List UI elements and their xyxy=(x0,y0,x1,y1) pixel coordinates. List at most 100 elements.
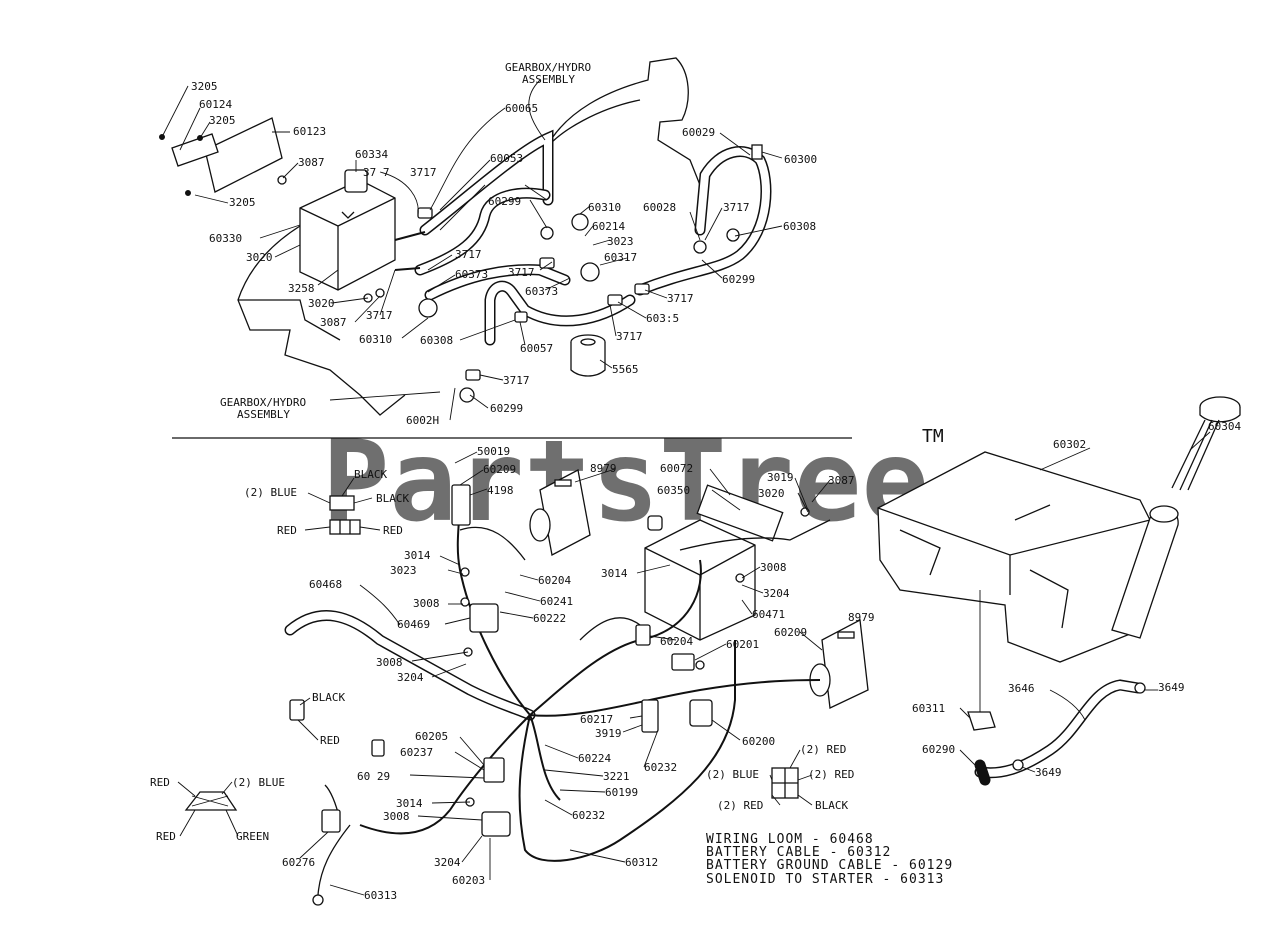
part-callout: 60232 xyxy=(572,809,605,822)
part-callout: 3019 xyxy=(767,471,794,484)
part-callout: 60217 xyxy=(580,713,613,726)
part-callout: 3717 xyxy=(667,292,694,305)
part-callout: 3205 xyxy=(209,114,236,127)
wire-color-label: BLACK xyxy=(312,691,345,704)
part-callout: 3020 xyxy=(308,297,335,310)
assembly-labels: GEARBOX/HYDRO ASSEMBLY GEARBOX/HYDRO ASS… xyxy=(220,61,591,421)
part-callout: 3204 xyxy=(397,671,424,684)
part-callout: 3008 xyxy=(413,597,440,610)
part-callout: 3221 xyxy=(603,770,630,783)
wire-color-label: (2) BLUE xyxy=(244,486,297,499)
part-callout: 60029 xyxy=(682,126,715,139)
fuel-line xyxy=(967,590,1146,786)
part-callout: 3023 xyxy=(607,235,634,248)
part-callout: 3258 xyxy=(288,282,315,295)
part-callout: 60028 xyxy=(643,201,676,214)
wire-color-label: BLACK xyxy=(815,799,848,812)
part-callout: 60199 xyxy=(605,786,638,799)
part-callout: 60299 xyxy=(488,195,521,208)
assembly-label: ASSEMBLY xyxy=(522,73,575,86)
part-callout: 60299 xyxy=(490,402,523,415)
part-callout: 6002H xyxy=(406,414,439,427)
watermark-brand: PartsTree xyxy=(322,417,929,547)
assembly-label: GEARBOX/HYDRO xyxy=(505,61,591,74)
headlight-left xyxy=(529,469,591,556)
part-callout: 60201 xyxy=(726,638,759,651)
part-callout: 60123 xyxy=(293,125,326,138)
part-callout: 60312 xyxy=(625,856,658,869)
part-callout: 60241 xyxy=(540,595,573,608)
hydraulic-hoses xyxy=(394,129,772,346)
part-callout: 8979 xyxy=(590,462,617,475)
part-callout: 60469 xyxy=(397,618,430,631)
part-callout: 37 7 xyxy=(363,166,390,179)
part-callout: 60065 xyxy=(505,102,538,115)
part-callout: 60232 xyxy=(644,761,677,774)
part-callout: 3205 xyxy=(229,196,256,209)
wire-color-label: (2) RED xyxy=(717,799,763,812)
part-callout: 3204 xyxy=(434,856,461,869)
legend-line: BATTERY CABLE - 60312 xyxy=(706,845,891,860)
part-callout: 60468 xyxy=(309,578,342,591)
hydraulic-reservoir xyxy=(299,169,396,291)
part-callout: 60373 xyxy=(525,285,558,298)
part-callout: 60 29 xyxy=(357,770,390,783)
part-callout: 60299 xyxy=(722,273,755,286)
part-callout: 3646 xyxy=(1008,682,1035,695)
wire-color-label: RED xyxy=(383,524,403,537)
watermark: PartsTree TM xyxy=(322,417,944,547)
watermark-trademark: TM xyxy=(922,426,944,447)
part-callout: 3020 xyxy=(758,487,785,500)
mounting-bracket xyxy=(159,117,287,196)
part-callout: 60304 xyxy=(1208,420,1241,433)
part-callout: 60310 xyxy=(588,201,621,214)
wire-color-label: RED xyxy=(320,734,340,747)
part-callout: 3717 xyxy=(455,248,482,261)
part-callout: 60053 xyxy=(490,152,523,165)
part-callout: 3204 xyxy=(763,587,790,600)
part-callout: 60057 xyxy=(520,342,553,355)
oil-filter xyxy=(570,334,606,377)
part-callout: 3014 xyxy=(404,549,431,562)
legend-line: WIRING LOOM - 60468 xyxy=(706,832,874,847)
part-callout: 3087 xyxy=(828,474,855,487)
part-callout: 60373 xyxy=(455,268,488,281)
wire-color-label: RED xyxy=(156,830,176,843)
part-callout: 60276 xyxy=(282,856,315,869)
fuel-tank xyxy=(877,451,1179,663)
part-callout: 60072 xyxy=(660,462,693,475)
assembly-label: ASSEMBLY xyxy=(237,408,290,421)
part-callout: 3008 xyxy=(383,810,410,823)
part-callout: 60290 xyxy=(922,743,955,756)
part-callout: 60209 xyxy=(483,463,516,476)
part-callout: 60317 xyxy=(604,251,637,264)
part-callout: 4198 xyxy=(487,484,514,497)
part-callout: 60350 xyxy=(657,484,690,497)
headlight-right xyxy=(809,618,869,709)
part-callout: 3717 xyxy=(508,266,535,279)
part-callouts: 3205 60124 3205 60123 3087 60334 3205 60… xyxy=(191,80,1241,902)
part-callout: 50019 xyxy=(477,445,510,458)
wire-color-label: RED xyxy=(150,776,170,789)
part-callout: 60214 xyxy=(592,220,625,233)
part-callout: 3717 xyxy=(366,309,393,322)
part-callout: 60471 xyxy=(752,608,785,621)
wire-color-label: BLACK xyxy=(376,492,409,505)
part-callout: 8979 xyxy=(848,611,875,624)
wire-color-label: (2) RED xyxy=(808,768,854,781)
legend: WIRING LOOM - 60468 BATTERY CABLE - 6031… xyxy=(706,832,952,887)
part-callout: 60308 xyxy=(420,334,453,347)
part-callout: 60200 xyxy=(742,735,775,748)
part-callout: 60308 xyxy=(783,220,816,233)
wire-color-label: (2) BLUE xyxy=(232,776,285,789)
part-callout: 3014 xyxy=(601,567,628,580)
part-callout: 3087 xyxy=(298,156,325,169)
part-callout: 3205 xyxy=(191,80,218,93)
part-callout: 60310 xyxy=(359,333,392,346)
part-callout: 603:5 xyxy=(646,312,679,325)
leader-lines xyxy=(161,79,1211,896)
wire-color-labels: BLACK (2) BLUE BLACK RED RED BLACK RED R… xyxy=(150,468,854,843)
part-callout: 60300 xyxy=(784,153,817,166)
part-callout: 3008 xyxy=(760,561,787,574)
